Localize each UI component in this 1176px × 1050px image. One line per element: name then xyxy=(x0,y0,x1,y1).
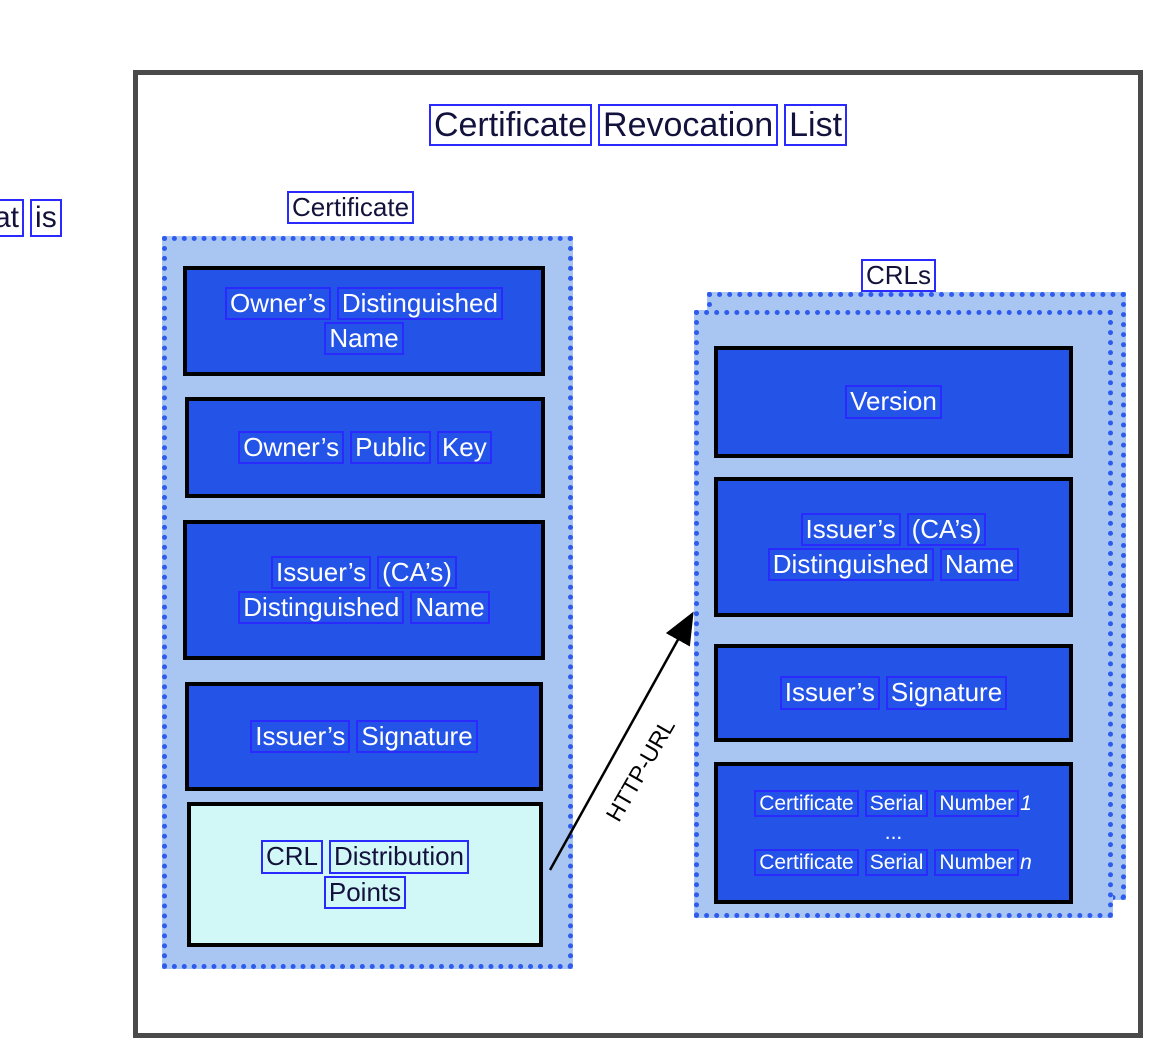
word: at xyxy=(0,199,25,237)
word: Name xyxy=(939,548,1020,582)
word: (CA’s) xyxy=(377,555,457,589)
word: Revocation xyxy=(598,104,779,147)
word: Name xyxy=(324,322,404,356)
word: Certificate xyxy=(428,104,593,147)
word: Owner’s xyxy=(225,286,331,320)
word: Number xyxy=(934,789,1020,818)
word: Name xyxy=(410,591,490,625)
word: Signature xyxy=(356,719,478,754)
word: CRL xyxy=(260,840,323,874)
word: CRLs xyxy=(861,259,937,293)
word: Distinguished xyxy=(767,548,934,582)
word: Key xyxy=(436,430,492,465)
word: Certificate xyxy=(754,848,859,877)
word: Issuer’s xyxy=(800,512,901,546)
word: Public xyxy=(350,430,431,465)
word: Signature xyxy=(885,676,1008,710)
word: Distinguished xyxy=(238,591,405,625)
word: 1 xyxy=(1020,791,1032,815)
word: Certificate xyxy=(287,191,415,225)
word: Owner’s xyxy=(238,430,345,465)
word: Number xyxy=(934,848,1020,877)
http-url-arrow xyxy=(548,611,694,871)
word: Serial xyxy=(864,789,929,818)
version-block: Version xyxy=(714,346,1073,458)
word: is xyxy=(30,199,62,237)
word: n xyxy=(1020,850,1032,874)
word: Serial xyxy=(864,848,929,877)
word: Issuer’s xyxy=(271,555,372,589)
diagram-frame xyxy=(133,70,1143,1038)
word: Certificate xyxy=(754,789,859,818)
word: Version xyxy=(845,385,942,419)
word: List xyxy=(784,104,848,147)
word: Distinguished xyxy=(336,286,503,320)
word: Distribution xyxy=(328,840,470,874)
word: ... xyxy=(884,821,903,845)
word: Points xyxy=(323,875,407,909)
word: Issuer’s xyxy=(250,719,351,754)
certificate-panel-label: Certificate xyxy=(284,190,417,225)
crls-panel-label: CRLs xyxy=(858,258,939,293)
word: (CA’s) xyxy=(906,512,987,546)
word: Issuer’s xyxy=(779,676,880,710)
